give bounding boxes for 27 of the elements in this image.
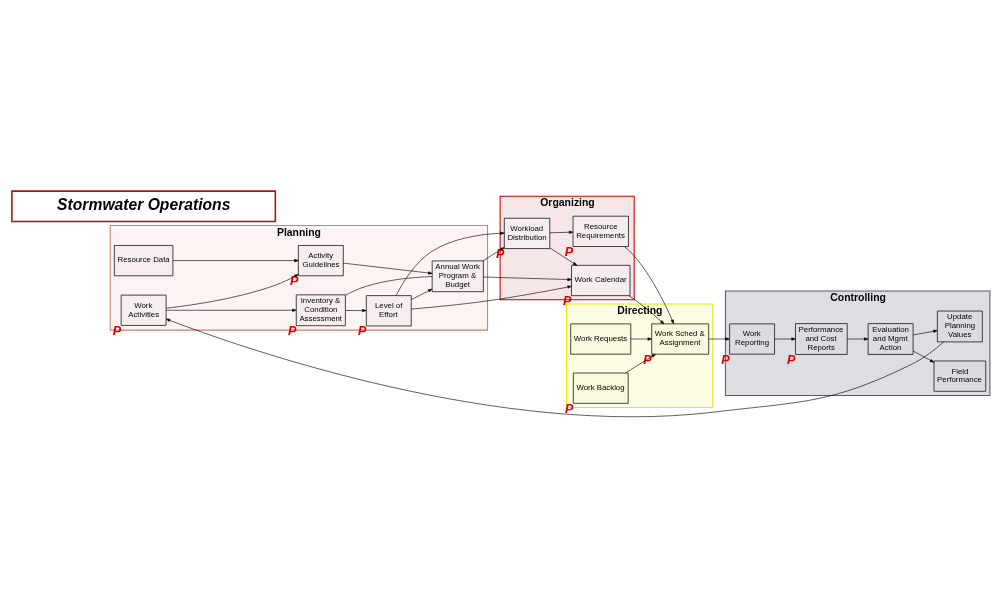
arrow [549, 230, 574, 234]
arrow [483, 276, 572, 281]
arrow [846, 336, 869, 341]
arrow [165, 318, 944, 417]
arrow [411, 284, 572, 309]
node-label: P [564, 244, 574, 259]
arrow [549, 247, 578, 266]
arrow [912, 350, 935, 363]
node-label: P [289, 273, 299, 288]
arrow [172, 258, 299, 262]
arrow [774, 336, 796, 341]
arrow [395, 231, 505, 296]
node-box: Stormwater Operations [11, 189, 277, 222]
arrow [624, 245, 674, 324]
arrow [912, 329, 938, 335]
connector [345, 275, 433, 295]
arrow [165, 308, 297, 312]
arrow [343, 262, 433, 275]
arrow [345, 308, 367, 312]
arrow [625, 353, 656, 373]
arrow [165, 273, 299, 308]
node-label: P [787, 352, 796, 367]
arrow [628, 294, 665, 324]
arrow [411, 288, 433, 300]
node-label: P [643, 352, 652, 367]
arrow [630, 336, 652, 341]
arrow [708, 336, 730, 341]
